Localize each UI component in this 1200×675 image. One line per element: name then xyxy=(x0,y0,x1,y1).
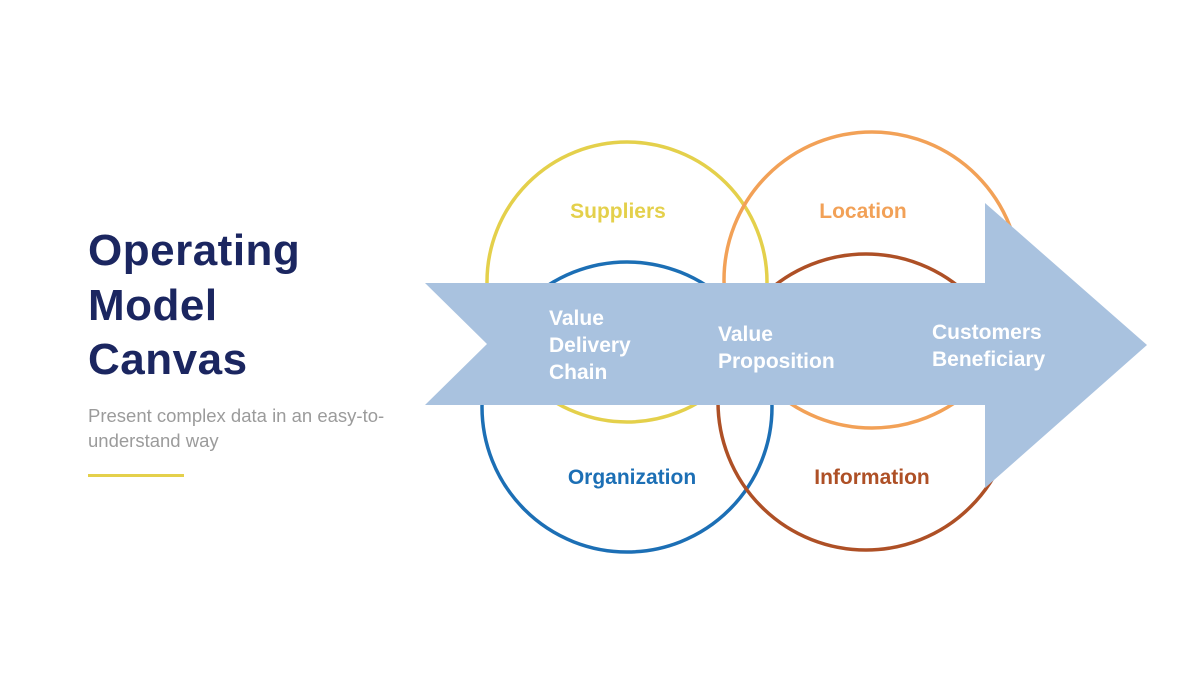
page-subtitle: Present complex data in an easy-to-under… xyxy=(88,405,385,451)
suppliers-label: Suppliers xyxy=(570,200,666,223)
value-proposition-label: Value Proposition xyxy=(718,323,835,373)
suppliers-circle xyxy=(485,140,769,424)
value-delivery-chain-label: Value Delivery Chain xyxy=(549,307,631,384)
page-title: Operating Model Canvas xyxy=(88,226,301,385)
accent-divider xyxy=(88,474,184,477)
value-flow-arrow xyxy=(425,203,1147,488)
information-label: Information xyxy=(814,466,930,489)
location-label: Location xyxy=(819,200,907,223)
organization-circle xyxy=(480,260,774,554)
organization-label: Organization xyxy=(567,466,697,489)
customers-beneficiary-label: Customers Beneficiary xyxy=(932,321,1046,371)
